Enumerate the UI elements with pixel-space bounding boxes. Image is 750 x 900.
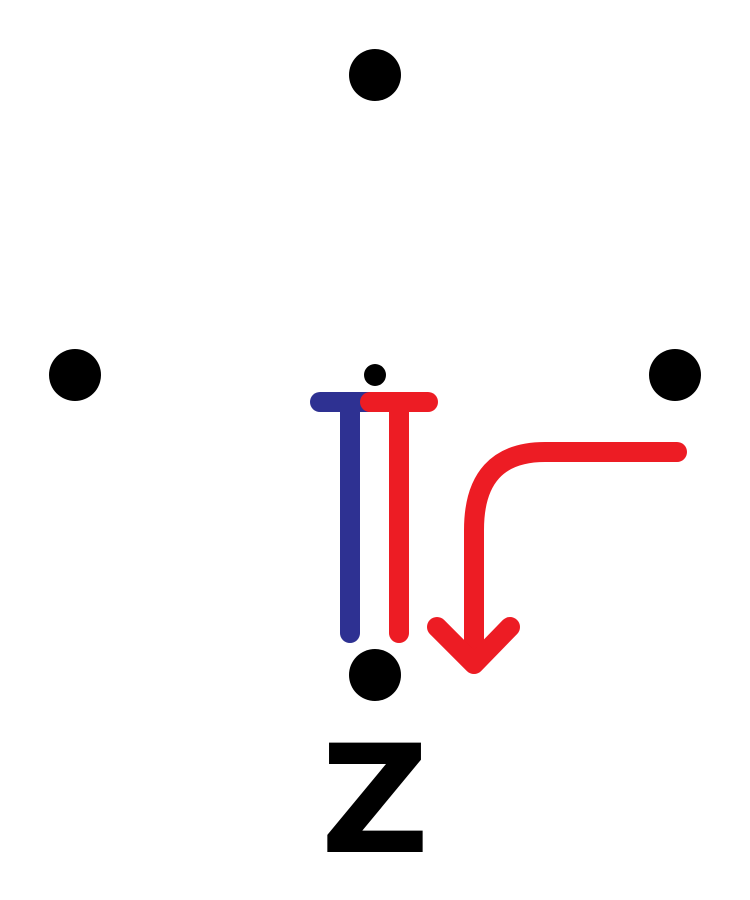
metal-center-dot [364,364,386,386]
ligand-dot-left [49,349,101,401]
red-curved-arrow [427,442,687,674]
arrowhead [427,617,520,674]
red-tee-bar [360,392,438,643]
axis-label-z: Z [321,714,430,888]
ligand-dot-top [349,49,401,101]
blue-tee-bar [310,392,382,643]
ligand-dot-bottom [349,649,401,701]
ligand-dot-right [649,349,701,401]
